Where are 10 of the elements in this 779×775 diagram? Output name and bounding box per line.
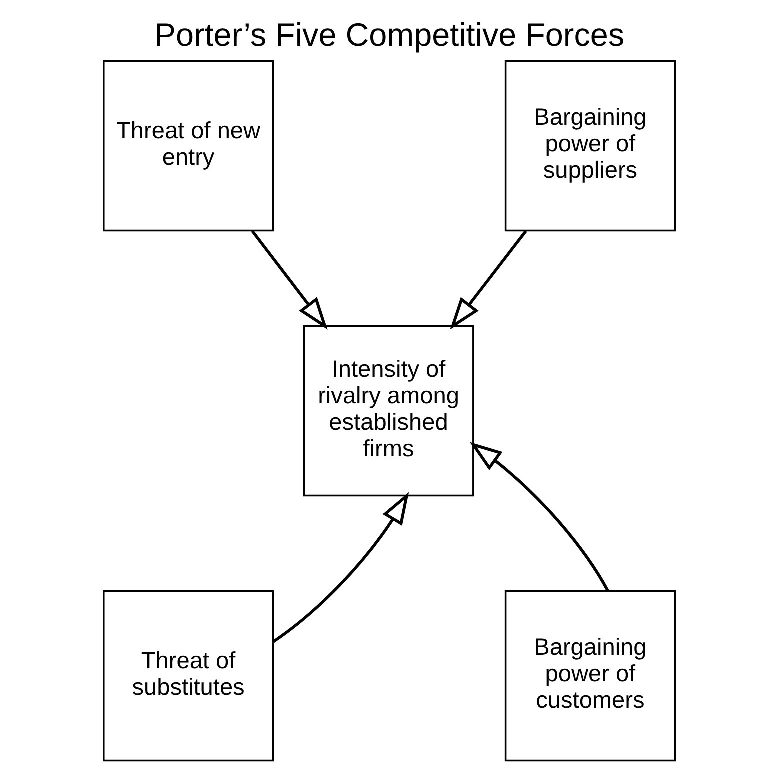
arrow [470,442,610,592]
node-box: Intensity of rivalry among established firms [303,326,474,497]
arrow [272,492,410,644]
arrow [450,230,528,330]
node-box: Bargaining power of suppliers [504,60,676,232]
diagram-title: Porter’s Five Competitive Forces [154,17,625,54]
arrow [251,230,328,330]
node-box: Threat of new entry [103,60,274,232]
node-box: Threat of substitutes [103,590,274,762]
node-box: Bargaining power of customers [504,590,676,762]
